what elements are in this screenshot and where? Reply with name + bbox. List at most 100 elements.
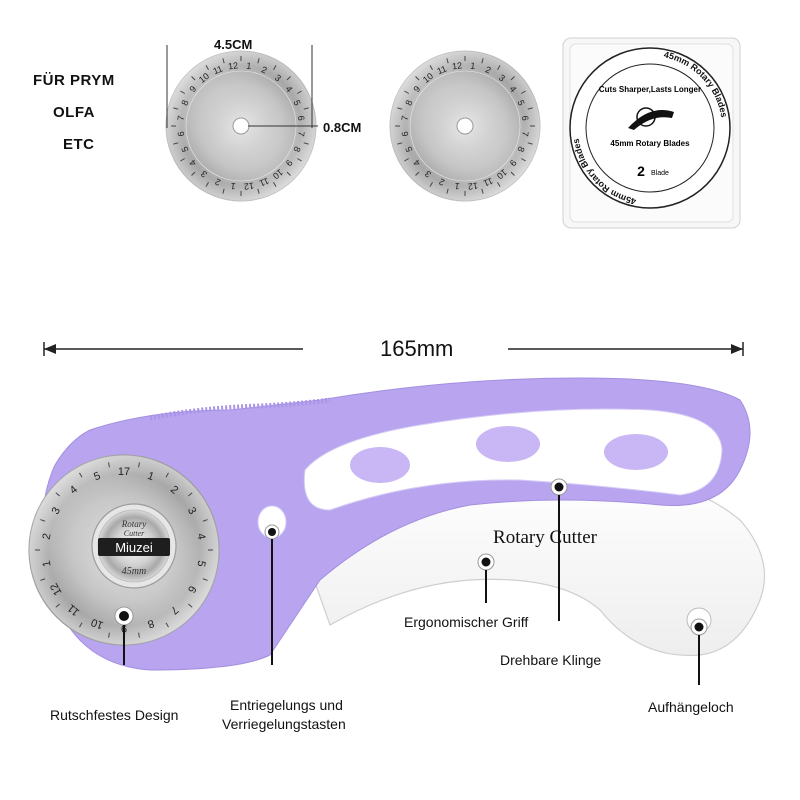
compat-etc: ETC: [63, 136, 95, 153]
scale-number: 7: [520, 131, 531, 137]
scale-number: 4: [187, 158, 198, 168]
scale-number: 5: [179, 145, 190, 153]
scale-number: 4: [194, 532, 207, 540]
scale-tick: [273, 182, 277, 187]
rotary-cutter: 1712345678910111212345 Rotary Cutter Miu…: [28, 377, 766, 671]
scale-number: 6: [176, 131, 187, 137]
scale-tick: [191, 171, 196, 176]
scale-number: 8: [146, 617, 156, 630]
scale-tick: [79, 622, 83, 628]
scale-number: 9: [187, 84, 198, 94]
scale-number: 4: [411, 158, 422, 168]
compat-olfa: OLFA: [53, 104, 95, 121]
scale-tick: [180, 90, 185, 94]
callout-rotating-blade: [550, 478, 568, 621]
scale-number: 1: [470, 61, 476, 72]
hole-label: 0.8CM: [323, 120, 362, 135]
scale-tick: [205, 182, 209, 187]
brand-name: Miuzei: [115, 540, 153, 555]
callout-grip: [477, 553, 495, 603]
scale-number: 12: [467, 180, 478, 191]
label-anti-slip: Rutschfestes Design: [50, 707, 179, 723]
scale-tick: [521, 158, 526, 162]
scale-tick: [397, 142, 403, 145]
scale-tick: [165, 472, 169, 478]
brand-top: Rotary: [121, 519, 147, 529]
scale-number: 3: [497, 72, 507, 83]
scale-tick: [257, 188, 260, 194]
label-hanging-hole: Aufhängeloch: [648, 699, 734, 715]
package-product: 45mm Rotary Blades: [610, 139, 690, 148]
scale-tick: [415, 76, 420, 81]
scale-tick: [429, 182, 433, 187]
compat-prym: FÜR PRYM: [33, 72, 115, 89]
scale-tick: [404, 90, 409, 94]
brand-banner: [98, 538, 170, 556]
scale-tick: [138, 462, 140, 468]
scale-number: 2: [214, 176, 222, 187]
brand-size: 45mm: [122, 566, 146, 577]
scale-tick: [188, 603, 193, 608]
scale-tick: [521, 90, 526, 94]
scale-tick: [303, 142, 309, 145]
scale-number: 3: [423, 169, 433, 180]
scale-tick: [527, 107, 533, 110]
scale-tick: [446, 58, 449, 64]
scale-tick: [510, 76, 515, 81]
scale-number: 2: [438, 176, 446, 187]
scale-tick: [138, 632, 140, 638]
scale-number: 9: [411, 84, 422, 94]
label-lock-line2: Verriegelungstasten: [222, 716, 346, 732]
blade-package: 45mm Rotary Blades 45mm Rotary Blades Cu…: [562, 37, 741, 229]
callout-anti-slip: [114, 606, 134, 665]
grip-dot-3: [604, 434, 668, 470]
scale-tick: [55, 492, 60, 497]
scale-number: 8: [291, 145, 302, 153]
scale-tick: [446, 188, 449, 194]
scale-number: 11: [482, 176, 494, 189]
scale-number: 10: [421, 71, 435, 85]
scale-tick: [191, 76, 196, 81]
package-count: 2: [637, 163, 645, 179]
scale-number: 6: [185, 583, 198, 594]
brand-sub: Cutter: [124, 529, 145, 538]
scale-number: 5: [515, 99, 526, 107]
scale-number: 1: [41, 560, 54, 568]
scale-number: 1: [454, 181, 460, 192]
diameter-label: 4.5CM: [214, 37, 253, 52]
scale-number: 8: [515, 145, 526, 153]
scale-number: 2: [260, 64, 268, 75]
scale-number: 6: [520, 115, 531, 121]
scale-number: 4: [508, 84, 519, 94]
scale-number: 2: [484, 64, 492, 75]
scale-tick: [297, 158, 302, 162]
scale-tick: [429, 65, 433, 70]
scale-tick: [481, 58, 484, 64]
label-rotating-blade: Drehbare Klinge: [500, 652, 602, 668]
callout-lock: [264, 524, 280, 665]
cutter-blade: 1712345678910111212345 Rotary Cutter Miu…: [28, 454, 220, 646]
scale-tick: [404, 158, 409, 162]
scale-tick: [40, 578, 46, 581]
scale-number: 11: [436, 64, 448, 77]
grip-dot-2: [476, 426, 540, 462]
scale-tick: [205, 65, 209, 70]
label-lock-line1: Entriegelungs und: [230, 697, 343, 713]
label-grip: Ergonomischer Griff: [404, 614, 529, 630]
scale-number: 6: [296, 115, 307, 121]
scale-number: 1: [246, 61, 252, 72]
scale-number: 5: [194, 560, 207, 568]
scale-number: 11: [212, 64, 224, 77]
scale-number: 12: [243, 180, 254, 191]
length-label: 165mm: [380, 336, 454, 361]
scale-number: 5: [92, 470, 102, 483]
scale-tick: [55, 603, 60, 608]
scale-number: 1: [230, 181, 236, 192]
scale-tick: [180, 158, 185, 162]
scale-tick: [108, 462, 110, 468]
scale-tick: [497, 182, 501, 187]
scale-tick: [173, 107, 179, 110]
scale-number: 10: [495, 167, 509, 181]
